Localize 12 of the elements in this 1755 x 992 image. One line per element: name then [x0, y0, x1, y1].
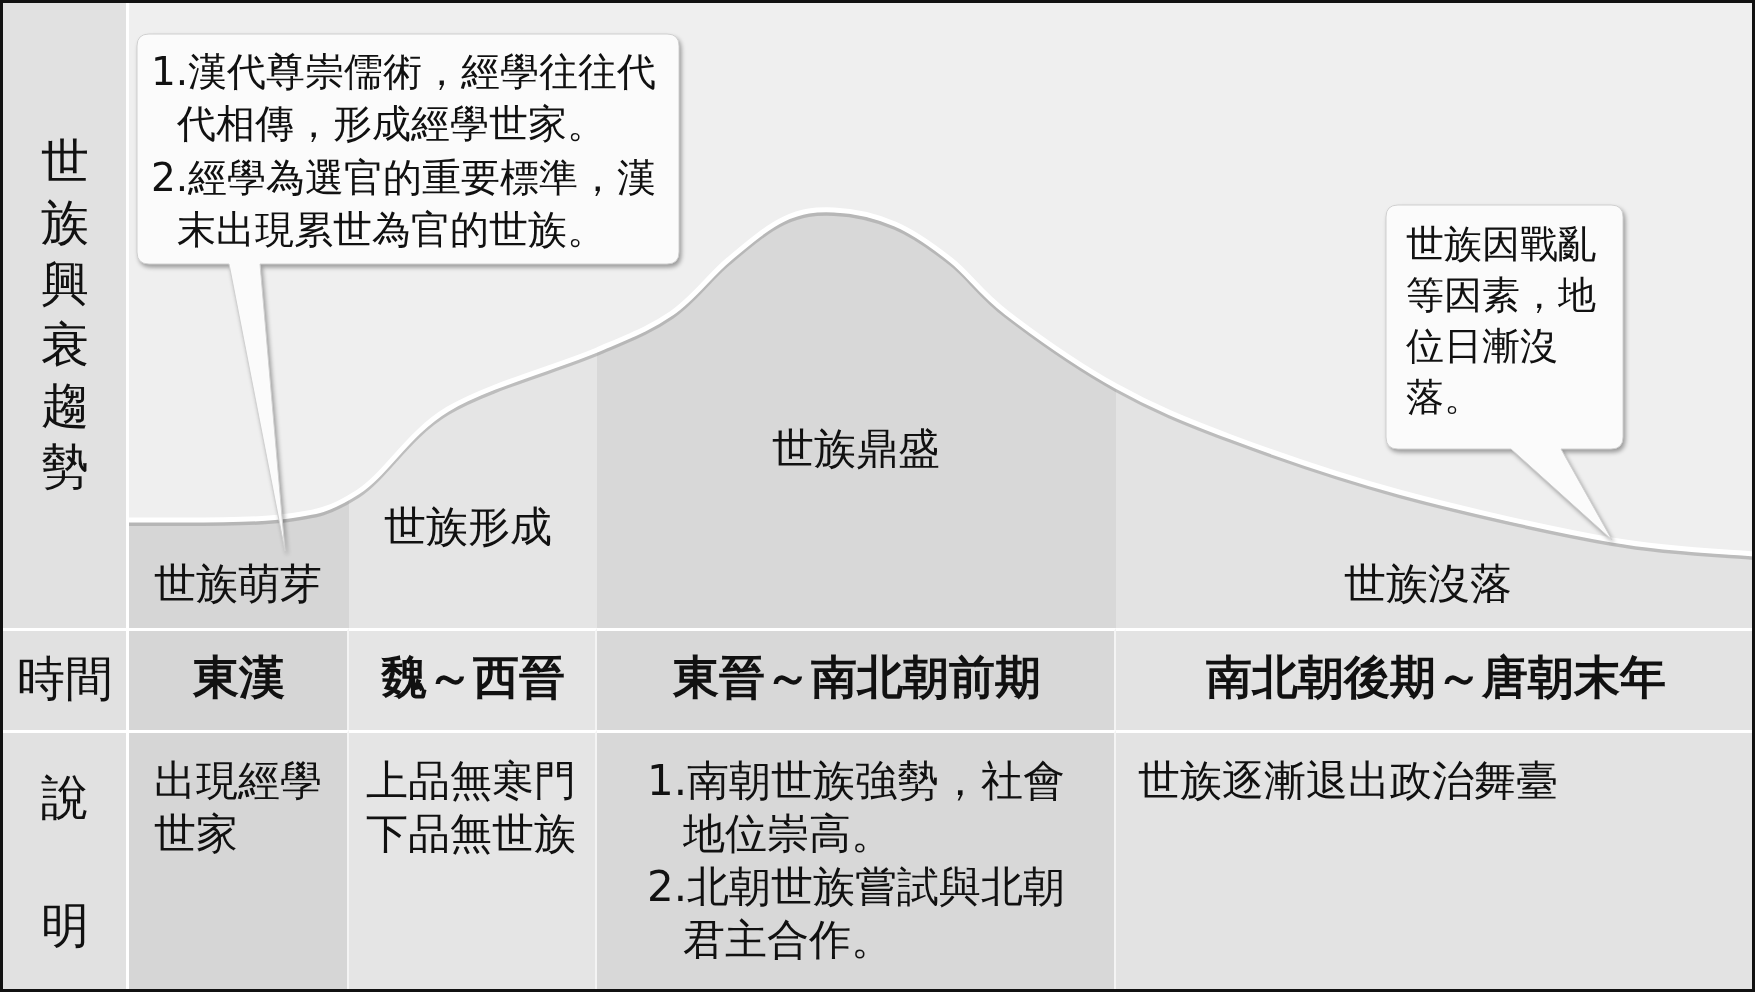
description-text: 出現經學世家 [154, 755, 323, 860]
period-label: 魏～西晉 [381, 649, 565, 706]
description-text: 上品無寒門下品無世族 [366, 755, 577, 860]
period-label: 南北朝後期～唐朝末年 [1205, 649, 1666, 706]
period-label: 東漢 [193, 649, 285, 706]
period-label: 東晉～南北朝前期 [672, 649, 1041, 706]
row-heading: 時間 [16, 649, 113, 708]
description-text: 世族逐漸退出政治舞臺 [1138, 755, 1558, 807]
vertical-heading: 世族興衰趨勢 [40, 132, 90, 496]
row-heading: 說明 [40, 768, 90, 955]
description-text: 1.南朝世族強勢，社會地位崇高。 [647, 755, 1067, 860]
description-text: 2.北朝世族嘗試與北朝君主合作。 [647, 861, 1067, 966]
